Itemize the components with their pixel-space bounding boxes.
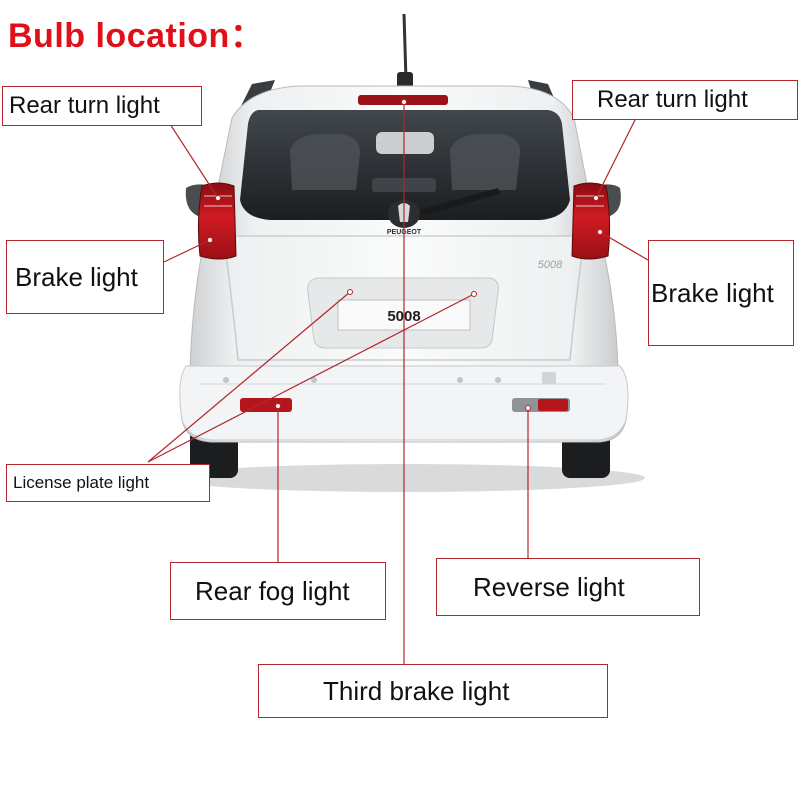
page-title: Bulb location： xyxy=(8,8,264,57)
label-third-brake: Third brake light xyxy=(258,664,608,718)
label-brake-right-text: Brake light xyxy=(651,278,774,309)
model-badge: 5008 xyxy=(538,259,563,271)
label-license-plate: License plate light xyxy=(6,464,210,502)
label-brake-right: Brake light xyxy=(648,240,794,346)
left-tail-lamp xyxy=(198,183,236,259)
leader-line-rear-turn-right xyxy=(596,114,638,198)
label-rear-turn-right: Rear turn light xyxy=(572,80,798,120)
label-rear-turn-right-text: Rear turn light xyxy=(597,86,748,114)
label-rear-fog: Rear fog light xyxy=(170,562,386,620)
label-rear-turn-left: Rear turn light xyxy=(2,86,202,126)
antenna xyxy=(404,14,406,80)
label-third-brake-text: Third brake light xyxy=(323,676,509,707)
label-rear-turn-left-text: Rear turn light xyxy=(9,92,160,120)
label-reverse: Reverse light xyxy=(436,558,700,616)
label-license-plate-text: License plate light xyxy=(13,473,149,493)
label-reverse-text: Reverse light xyxy=(473,572,625,603)
label-brake-left-text: Brake light xyxy=(15,262,138,293)
label-brake-left: Brake light xyxy=(6,240,164,314)
label-rear-fog-text: Rear fog light xyxy=(195,576,350,607)
right-tail-lamp xyxy=(572,183,610,259)
